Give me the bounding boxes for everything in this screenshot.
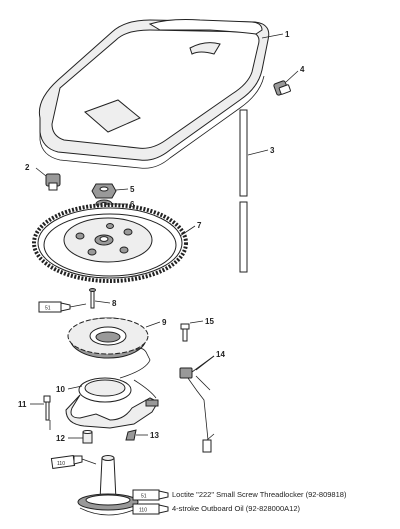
callout-1: 1: [285, 30, 290, 39]
legend-oil-icon: 110: [132, 503, 169, 515]
long-bolt: [43, 395, 51, 421]
sleeve: [82, 430, 93, 444]
cap: [273, 80, 291, 96]
callout-8: 8: [112, 299, 117, 308]
svg-text:51: 51: [45, 306, 51, 312]
loctite-tube-icon: 51: [38, 301, 71, 313]
rod: [239, 109, 248, 273]
screw: [89, 288, 96, 309]
callout-12: 12: [56, 434, 65, 443]
crankshaft: [77, 455, 139, 516]
svg-text:51: 51: [141, 494, 147, 500]
flywheel-cover: [38, 19, 270, 169]
callout-10: 10: [56, 385, 65, 394]
grommet: [45, 173, 61, 191]
callout-7: 7: [197, 221, 202, 230]
callout-13: 13: [150, 431, 159, 440]
flywheel: [32, 203, 188, 283]
callout-11: 11: [18, 400, 27, 409]
callout-9: 9: [162, 318, 167, 327]
svg-text:110: 110: [139, 508, 147, 514]
callout-2: 2: [25, 163, 30, 172]
svg-text:110: 110: [57, 461, 65, 467]
callout-3: 3: [270, 146, 275, 155]
trigger-bracket: [65, 348, 159, 429]
wire-connector: [179, 355, 215, 453]
legend-oil-text: 4-stroke Outboard Oil (92-828000A12): [172, 504, 300, 513]
oil-bottle-icon: 110: [50, 454, 83, 470]
wedge: [125, 429, 137, 441]
legend-loctite-icon: 51: [132, 489, 169, 501]
callout-4: 4: [300, 65, 305, 74]
callout-14: 14: [216, 350, 225, 359]
legend-loctite-text: Loctite "222" Small Screw Threadlocker (…: [172, 490, 347, 499]
callout-15: 15: [205, 317, 214, 326]
callout-6: 6: [130, 200, 135, 209]
callout-5: 5: [130, 185, 135, 194]
stator: [67, 317, 149, 359]
nut: [91, 183, 117, 199]
bolt: [180, 323, 190, 342]
